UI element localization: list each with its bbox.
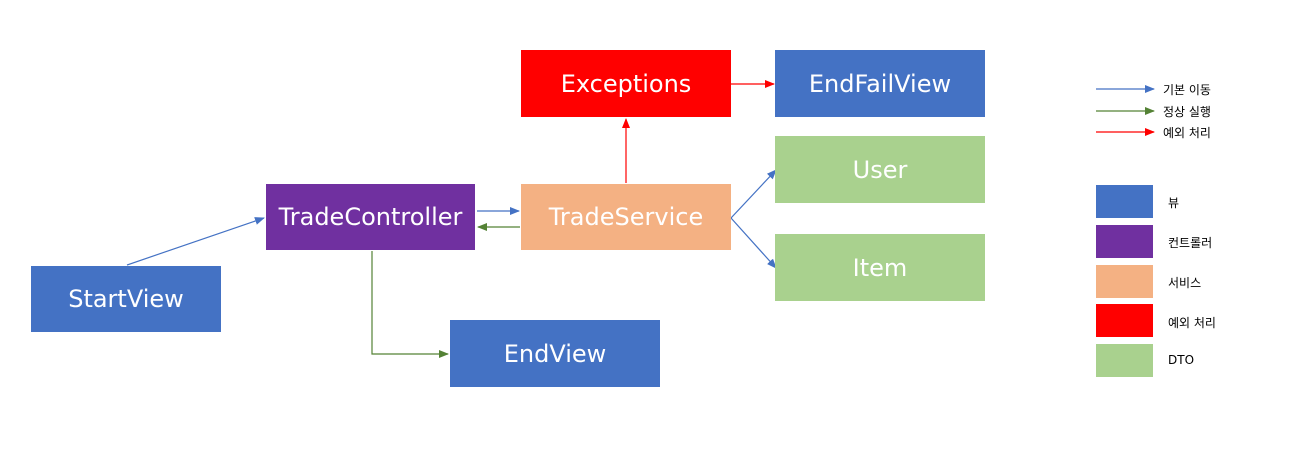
legend-arrow-label: 기본 이동 xyxy=(1163,83,1211,97)
node-user: User xyxy=(775,136,985,203)
legend-swatch-controller xyxy=(1096,225,1153,258)
node-end-view: EndView xyxy=(450,320,660,387)
legend-swatch-label: 예외 처리 xyxy=(1168,316,1216,330)
arrow-tradecontroller-to-endview xyxy=(371,251,449,358)
legend-swatch-dto xyxy=(1096,344,1153,377)
node-label: EndView xyxy=(503,339,607,368)
node-trade-controller: TradeController xyxy=(266,184,475,250)
node-label: Item xyxy=(852,253,908,282)
node-label: EndFailView xyxy=(808,69,952,98)
arrow-startview-to-tradecontroller xyxy=(126,217,265,266)
node-label: StartView xyxy=(68,285,184,313)
arrow-tradeservice-to-item xyxy=(730,217,777,269)
node-end-fail-view: EndFailView xyxy=(775,50,985,117)
legend-swatch-view xyxy=(1096,185,1153,218)
legend-swatch-label: DTO xyxy=(1168,353,1195,367)
arrow-tradeservice-to-user xyxy=(730,169,777,219)
node-start-view: StartView xyxy=(31,266,221,332)
legend-swatch-label: 뷰 xyxy=(1168,196,1180,210)
legend-swatch-service xyxy=(1096,265,1153,298)
node-trade-service: TradeService xyxy=(521,184,731,250)
node-exceptions: Exceptions xyxy=(521,50,731,117)
node-label: TradeController xyxy=(278,203,463,231)
legend-swatch-label: 컨트롤러 xyxy=(1168,236,1213,250)
node-label: TradeService xyxy=(548,203,704,231)
legend-arrow-label: 정상 실행 xyxy=(1163,105,1211,119)
node-item: Item xyxy=(775,234,985,301)
legend-arrows xyxy=(1096,85,1155,136)
node-label: Exceptions xyxy=(560,69,692,98)
legend-swatch-exception xyxy=(1096,304,1153,337)
legend-arrow-label: 예외 처리 xyxy=(1163,126,1211,140)
node-label: User xyxy=(852,155,908,184)
legend-swatch-label: 서비스 xyxy=(1168,276,1202,290)
